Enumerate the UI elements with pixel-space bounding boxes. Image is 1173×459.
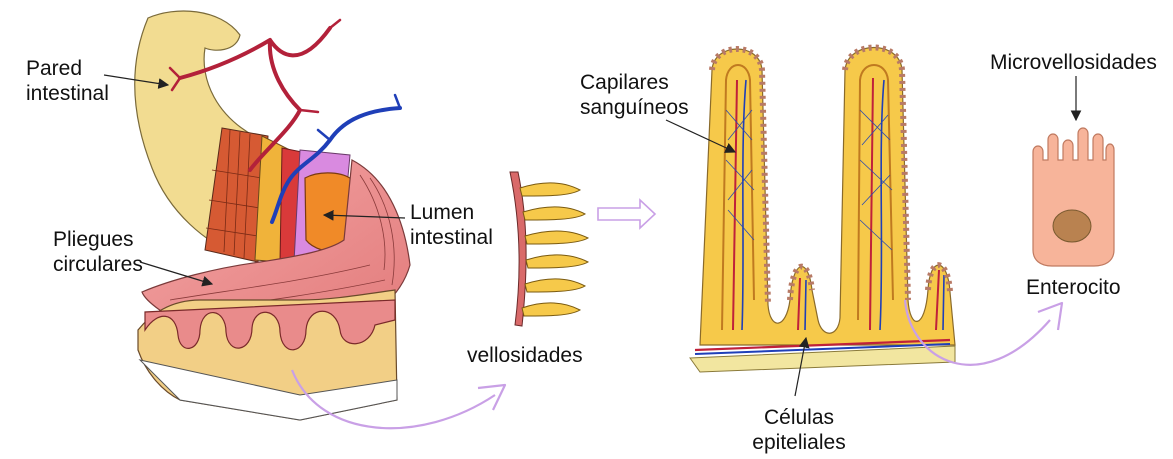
label-vellosidades: vellosidades — [467, 343, 583, 368]
villi-fingers — [520, 183, 588, 316]
arrowhead-villi-to-enterocyte — [1038, 303, 1062, 330]
label-celulas-epiteliales: Células epiteliales — [745, 405, 853, 455]
label-capilares-sanguineos: Capilares sanguíneos — [580, 70, 689, 120]
villi-detail — [690, 48, 955, 373]
villi-outline — [700, 48, 955, 346]
enterocyte-body — [1033, 128, 1114, 266]
villi-closeup — [510, 172, 588, 326]
enterocyte-cell — [1033, 128, 1114, 266]
label-enterocito: Enterocito — [1026, 275, 1121, 300]
label-microvellosidades: Microvellosidades — [990, 50, 1157, 75]
label-pliegues-circulares: Pliegues circulares — [53, 227, 143, 277]
label-lumen-intestinal: Lumen intestinal — [410, 200, 493, 250]
double-arrow — [598, 200, 655, 228]
nucleus — [1053, 210, 1091, 242]
label-pared-intestinal: Pared intestinal — [26, 56, 109, 106]
